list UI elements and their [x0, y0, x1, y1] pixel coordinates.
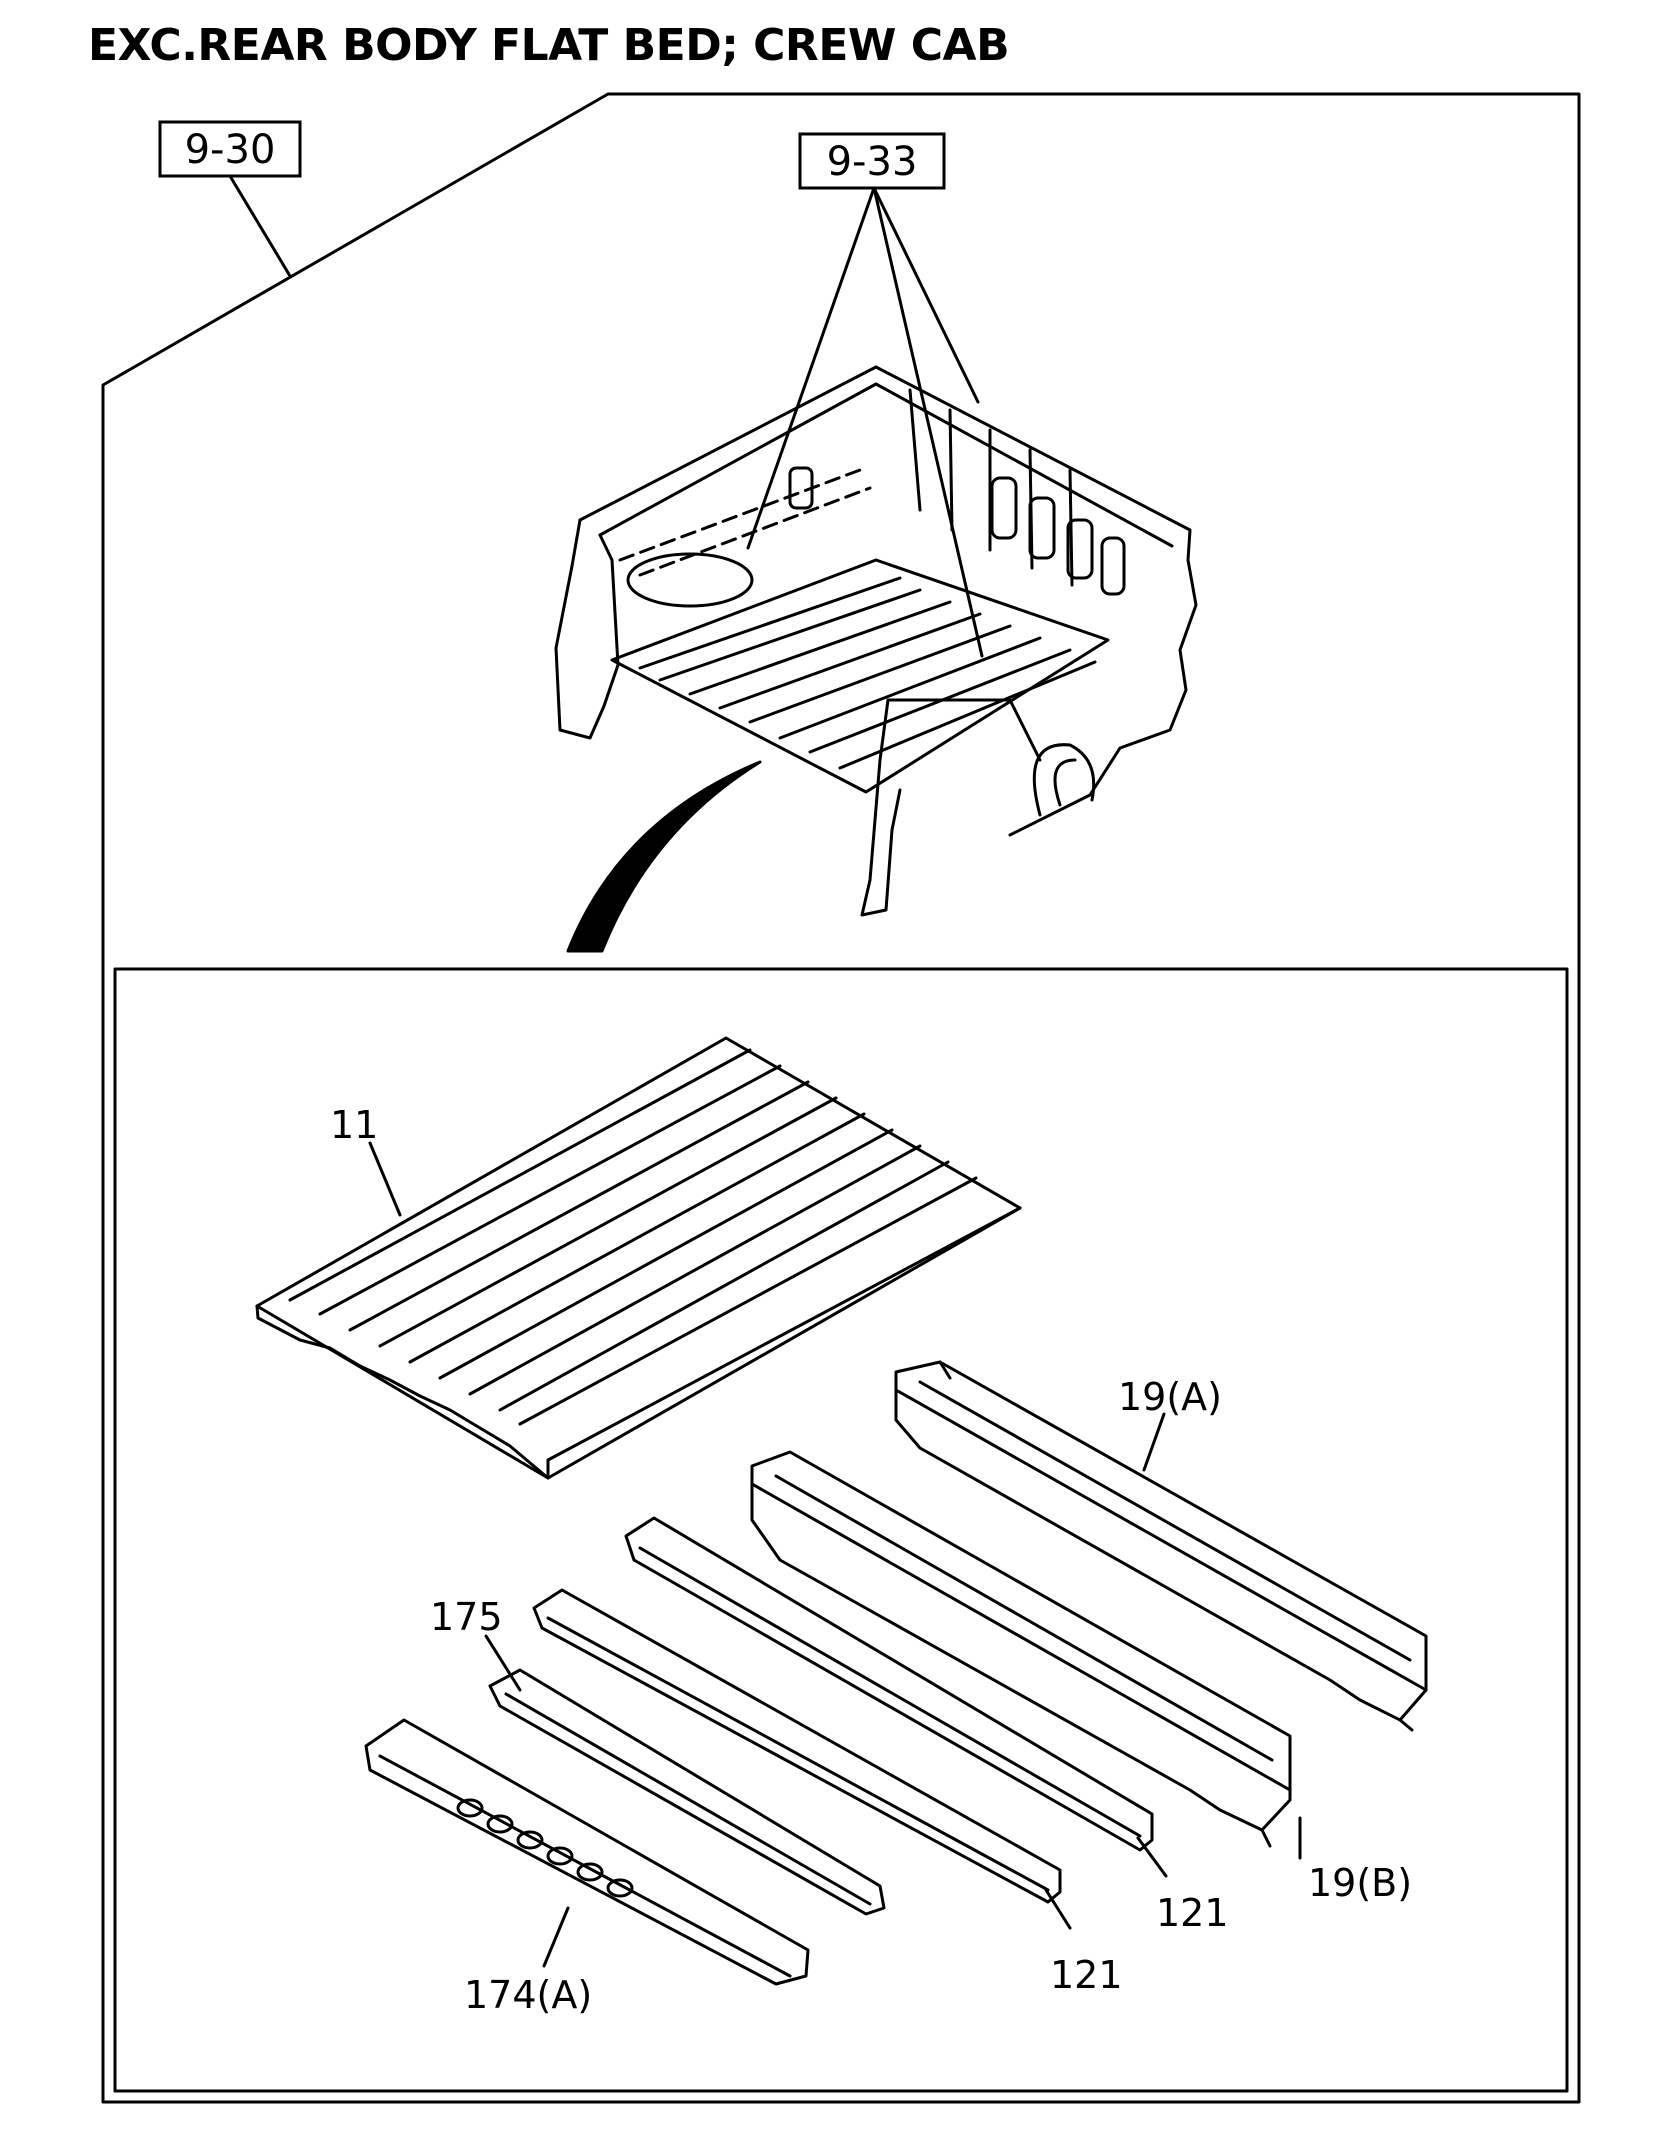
callout-175[interactable]: 175 [430, 1595, 503, 1639]
leader-121-upper [1136, 1836, 1168, 1878]
bracket-175 [488, 1668, 886, 1916]
detail-arrow [566, 760, 762, 953]
floor-panel [255, 1036, 1022, 1480]
sill-121-lower [532, 1588, 1062, 1904]
truck-bed-illustration [554, 365, 1198, 917]
sill-174a [364, 1718, 810, 1986]
callout-121-lower[interactable]: 121 [1050, 1953, 1123, 1997]
leader-19a [1142, 1412, 1166, 1472]
page-title: EXC.REAR BODY FLAT BED; CREW CAB [88, 20, 1010, 71]
leader-175 [484, 1634, 522, 1692]
sill-121-upper [624, 1516, 1154, 1852]
callout-121-upper[interactable]: 121 [1156, 1891, 1229, 1935]
callout-19a[interactable]: 19(A) [1118, 1375, 1222, 1419]
leader-9-30 [228, 174, 292, 278]
leader-9-33 [746, 186, 984, 658]
callout-174a[interactable]: 174(A) [464, 1973, 592, 2017]
crossmember-19b [750, 1450, 1292, 1848]
ref-box-9-30[interactable]: 9-30 [158, 120, 302, 178]
detail-frame [113, 967, 1569, 2093]
crossmember-19a [894, 1360, 1428, 1732]
ref-box-9-33[interactable]: 9-33 [798, 132, 946, 190]
leader-11 [368, 1141, 402, 1217]
ref-label-9-30: 9-30 [185, 127, 276, 173]
outer-frame [101, 92, 1581, 2104]
leader-121-lower [1044, 1888, 1072, 1930]
callout-11[interactable]: 11 [330, 1103, 378, 1147]
callout-19b[interactable]: 19(B) [1308, 1861, 1412, 1905]
ref-label-9-33: 9-33 [827, 139, 918, 185]
leader-174a [542, 1906, 570, 1968]
